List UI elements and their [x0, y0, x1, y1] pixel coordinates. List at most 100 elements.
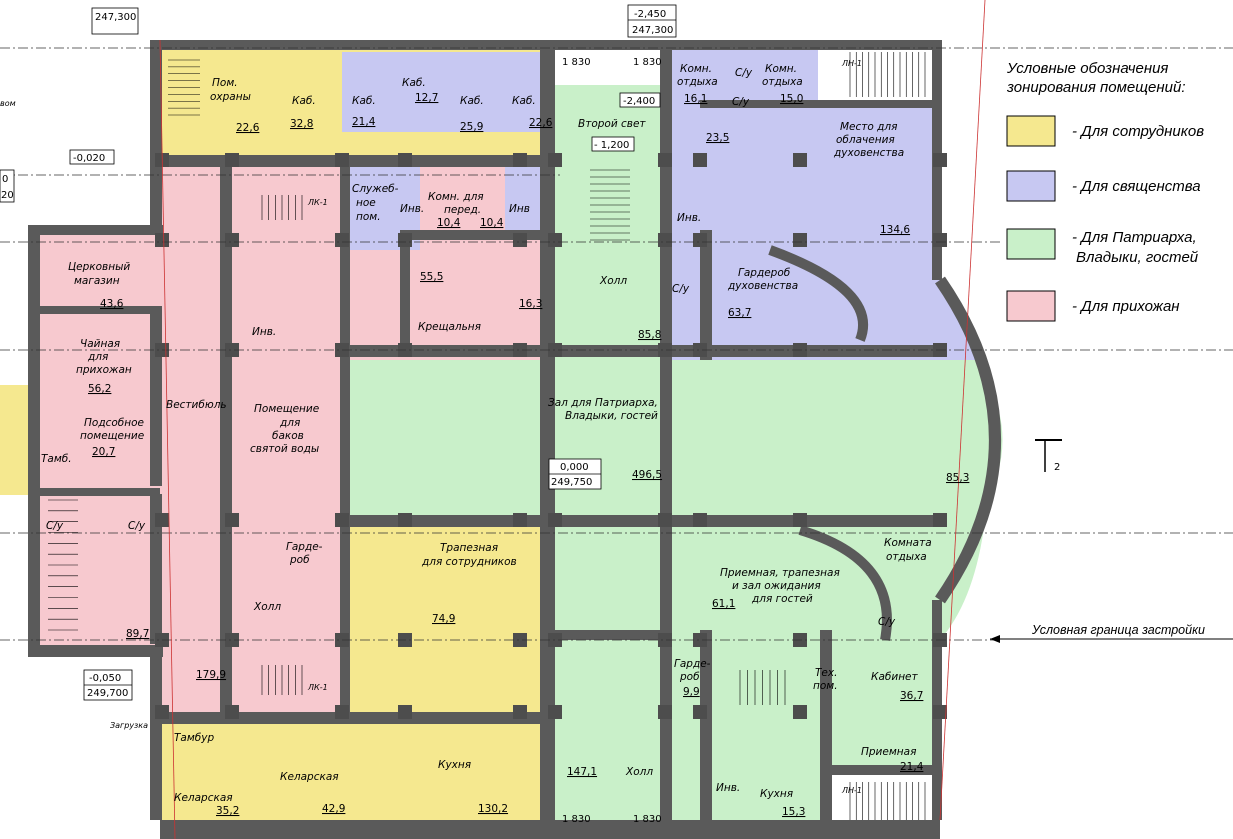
room-label: Владыки, гостей — [565, 410, 658, 422]
room-label: святой воды — [250, 443, 319, 455]
column — [335, 153, 349, 167]
room-label: Холл — [625, 766, 653, 778]
room-label: С/у — [672, 283, 690, 295]
column — [335, 233, 349, 247]
room-label: магазин — [74, 275, 120, 287]
room-label: Холл — [253, 601, 281, 613]
column — [933, 153, 947, 167]
room-label: отдыха — [762, 76, 803, 88]
legend-swatch — [1006, 228, 1056, 260]
room-area: 74,9 — [432, 613, 455, 625]
room-label: для сотрудников — [421, 556, 517, 568]
level-stair: - 1,200 — [594, 140, 629, 151]
room-label: Вестибюль — [166, 399, 227, 411]
room-area: 21,4 — [352, 116, 376, 128]
room-area: 134,6 — [880, 224, 910, 236]
room-label: Гарде- — [286, 541, 323, 553]
column — [933, 513, 947, 527]
room-label: облачения — [836, 134, 895, 146]
room-label: С/у — [128, 520, 146, 532]
room-label: Инв. — [400, 203, 424, 215]
room-label: Комната — [884, 537, 932, 549]
column — [693, 705, 707, 719]
room-label: духовенства — [727, 280, 798, 292]
room-label: ное — [356, 197, 376, 209]
legend-swatch — [1006, 170, 1056, 202]
room-label: отдыха — [677, 76, 718, 88]
column — [513, 513, 527, 527]
column — [225, 153, 239, 167]
room-label: Холл — [599, 275, 627, 287]
room-area: 12,7 — [415, 92, 438, 104]
legend-title2: зонирования помещений: — [1006, 79, 1185, 96]
level-center2: 249,750 — [551, 477, 592, 488]
room-label: Каб. — [460, 95, 484, 107]
column — [658, 343, 672, 357]
column — [548, 705, 562, 719]
room-area: 85,3 — [946, 472, 969, 484]
column — [793, 153, 807, 167]
column — [793, 233, 807, 247]
room-area: 179,9 — [196, 669, 226, 681]
room-label: С/у — [735, 67, 753, 79]
column — [658, 513, 672, 527]
room-label: Комн. — [680, 63, 712, 75]
dim-4: 1 830 — [633, 814, 662, 825]
room-label: роб — [679, 671, 700, 683]
boundary-label: Условная граница застройки — [1031, 623, 1205, 637]
room-label: Кухня — [438, 759, 471, 771]
room-area: 22,6 — [236, 122, 260, 134]
level-tm1: -2,450 — [634, 9, 666, 20]
column — [335, 513, 349, 527]
room-label: Инв — [509, 203, 530, 215]
room-label: для — [279, 417, 300, 429]
column — [658, 233, 672, 247]
room-area: 55,5 — [420, 271, 443, 283]
column — [933, 233, 947, 247]
column — [793, 705, 807, 719]
room-area: 496,5 — [632, 469, 662, 481]
room-label: Каб. — [292, 95, 316, 107]
room-label: ЛН-1 — [841, 786, 862, 795]
room-area: 36,7 — [900, 690, 923, 702]
room-label: Келарская — [174, 792, 233, 804]
room-label: охраны — [210, 91, 251, 103]
room-label: Комн. — [765, 63, 797, 75]
room-label: прихожан — [76, 364, 132, 376]
column — [548, 343, 562, 357]
room-label: Комн. для — [428, 191, 484, 203]
room-label: С/у — [732, 96, 750, 108]
room-label: пом. — [813, 680, 838, 692]
room-label: Инв. — [716, 782, 740, 794]
room-label: для — [87, 351, 108, 363]
room-label: Тех. — [815, 667, 837, 679]
room-label: Приемная — [861, 746, 916, 758]
legend-title: Условные обозначения — [1006, 60, 1168, 77]
room-label: Гарде- — [674, 658, 711, 670]
column — [658, 705, 672, 719]
note-zagruzka: Загрузка — [110, 721, 148, 730]
legend-label: - Для сотрудников — [1072, 123, 1204, 140]
room-area: 15,3 — [782, 806, 805, 818]
room-label: помещение — [80, 430, 144, 442]
columns — [155, 153, 947, 719]
column — [398, 705, 412, 719]
room-area: 25,9 — [460, 121, 483, 133]
level-bl1: -0,050 — [89, 673, 121, 684]
room-label: Тамб. — [41, 453, 72, 465]
level-bl2: 249,700 — [87, 688, 128, 699]
room-label: пом. — [356, 211, 381, 223]
column — [793, 513, 807, 527]
legend-swatch — [1006, 115, 1056, 147]
column — [225, 513, 239, 527]
column — [548, 513, 562, 527]
room-area: 32,8 — [290, 118, 313, 130]
column — [398, 233, 412, 247]
room-area: 130,2 — [478, 803, 508, 815]
room-area: 20,7 — [92, 446, 115, 458]
room-area: 16,3 — [519, 298, 542, 310]
level-tm2: 247,300 — [632, 25, 673, 36]
room-label: Трапезная — [440, 542, 498, 554]
column — [658, 633, 672, 647]
